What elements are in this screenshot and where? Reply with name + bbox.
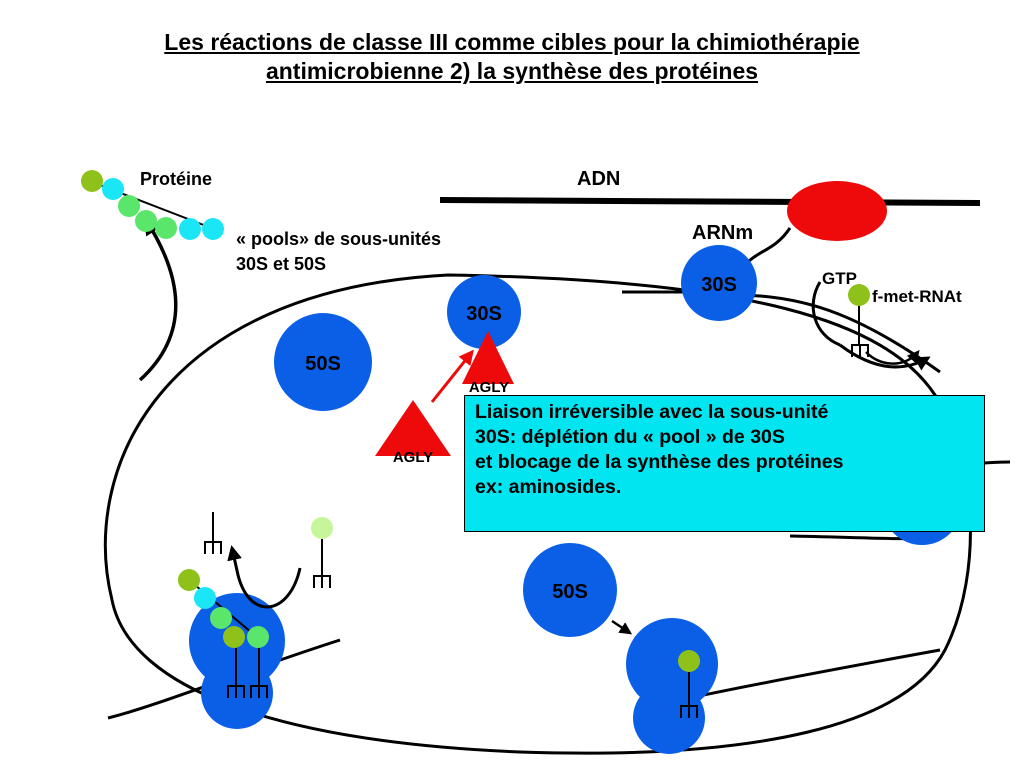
protein-bead [135, 210, 157, 232]
dna-strand [439, 197, 981, 206]
protein-bead [118, 195, 140, 217]
label-pools-line-1: « pools» de sous-unités [236, 229, 441, 249]
protein-export-arrow [138, 217, 178, 382]
ribosome-50s-free [523, 543, 617, 637]
mrna-strand [746, 227, 792, 264]
label-adn: ADN [577, 168, 620, 190]
gtp-release-arrow [865, 350, 920, 365]
fmet-trna-anticodon [851, 344, 869, 357]
title-line-1: Les réactions de classe III comme cibles… [164, 29, 860, 55]
nascent-bead [223, 626, 245, 648]
label-proteine: Protéine [140, 169, 212, 189]
aminoglycoside-triangle [462, 331, 514, 384]
label-30s-on-mrna: 30S [701, 274, 737, 296]
info-box: Liaison irréversible avec la sous-unité … [464, 395, 985, 532]
label-gtp: GTP [822, 269, 857, 288]
label-agly-lower: AGLY [393, 449, 433, 466]
info-line-4: ex: aminosides. [475, 476, 622, 498]
page-title: Les réactions de classe III comme cibles… [0, 28, 1024, 86]
aminoglycoside-triangle [375, 400, 451, 456]
protein-bead [102, 178, 124, 200]
incoming-trna-anticodon [313, 575, 331, 588]
protein-bead [202, 218, 224, 240]
mrna-strand [622, 290, 941, 374]
trna-exit-arrow [227, 545, 302, 609]
protein-bead [155, 217, 177, 239]
label-arnm: ARNm [692, 222, 753, 244]
trna-exit-anticodon [204, 541, 222, 554]
trna-anticodon [250, 685, 268, 698]
gtp-curve [811, 281, 841, 347]
ribosome-30s-subunit [447, 275, 521, 349]
label-30s-pool: 30S [466, 303, 502, 325]
protein-bead [81, 170, 103, 192]
fmet-bead [848, 284, 870, 306]
label-pools-line-2: 30S et 50S [236, 254, 326, 274]
info-line-3: et blocage de la synthèse des protéines [475, 451, 844, 473]
nascent-bead [210, 607, 232, 629]
initiation-bead [678, 650, 700, 672]
info-line-2: 30S: déplétion du « pool » de 30S [475, 426, 785, 448]
ribosome-30s-initiation [633, 682, 705, 754]
title-line-2: antimicrobienne 2) la synthèse des proté… [265, 58, 759, 84]
label-fmet-rnat: f-met-RNAt [872, 287, 962, 306]
label-agly-upper: AGLY [469, 379, 509, 396]
ribosome-30s-on-mrna [681, 245, 757, 321]
assembly-arrow [611, 619, 633, 635]
mrna-strand [679, 648, 941, 702]
ribosome-50s-initiation [626, 618, 718, 710]
agly-binding-arrow [430, 349, 474, 403]
info-line-1: Liaison irréversible avec la sous-unité [475, 401, 829, 423]
label-50s-pool: 50S [305, 353, 341, 375]
nascent-bead [194, 587, 216, 609]
protein-bead [179, 218, 201, 240]
nascent-bead [247, 626, 269, 648]
ribosome-50s-subunit [274, 313, 372, 411]
incoming-aa-bead [311, 517, 333, 539]
trna-anticodon [227, 685, 245, 698]
rna-polymerase [787, 181, 887, 241]
nascent-bead [178, 569, 200, 591]
initiation-trna-anticodon [680, 705, 698, 718]
cell-envelope [103, 273, 972, 755]
label-50s-bottom: 50S [552, 581, 588, 603]
